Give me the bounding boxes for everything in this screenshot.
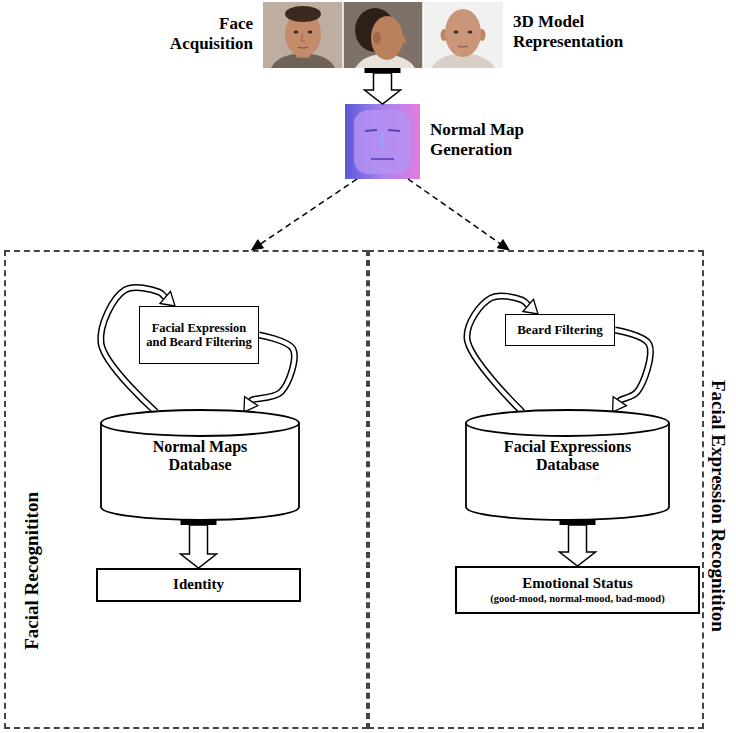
normal-map-brows bbox=[365, 130, 400, 131]
face bbox=[371, 16, 403, 60]
node-label: (good-mood, normal-mood, bad-mood) bbox=[490, 593, 664, 605]
node-label: Facial Expression and Beard Filtering bbox=[146, 321, 252, 350]
cylinder-rim bbox=[101, 423, 299, 436]
side-label: Facial Expression Recognititon bbox=[707, 356, 729, 656]
photo-background bbox=[263, 2, 343, 68]
arrow-head bbox=[160, 291, 175, 306]
block-arrow bbox=[365, 68, 401, 104]
side-label: Face Acquisition bbox=[143, 14, 253, 53]
dashed-panel: Facial Recognititon Facial Expression and… bbox=[4, 250, 368, 729]
arrow-head bbox=[497, 240, 509, 250]
dashed-arrow bbox=[252, 179, 357, 250]
normal-map-nose bbox=[381, 133, 384, 148]
loop-inner bbox=[615, 330, 650, 401]
node-label: Emotional Status bbox=[522, 575, 632, 592]
block-arrow bbox=[181, 520, 217, 568]
normal-map-background bbox=[345, 104, 420, 179]
result-box: Emotional Status(good-mood, normal-mood,… bbox=[455, 566, 700, 614]
eye bbox=[294, 31, 299, 34]
dashed-line bbox=[408, 179, 500, 244]
dashed-line bbox=[261, 179, 357, 244]
nose bbox=[301, 33, 305, 41]
arrow-head bbox=[244, 397, 258, 412]
block-arrow bbox=[560, 520, 596, 566]
database-cylinder: Normal Maps Database bbox=[100, 410, 300, 520]
face bbox=[445, 9, 481, 57]
loop-outline bbox=[615, 330, 650, 401]
cylinder-body bbox=[466, 410, 669, 520]
arrow-head bbox=[523, 299, 538, 314]
filter-box: Facial Expression and Beard Filtering bbox=[139, 306, 259, 364]
photo-separator bbox=[342, 2, 344, 68]
eye bbox=[468, 31, 473, 34]
loop-arrow bbox=[613, 330, 651, 412]
dashed-panel: Facial Expression RecognititonBeard Filt… bbox=[368, 250, 704, 729]
node-label: Normal Maps Database bbox=[120, 438, 280, 475]
photo-background bbox=[423, 2, 503, 68]
block-arrow bbox=[560, 525, 596, 566]
mouth bbox=[298, 47, 308, 48]
photo-separator bbox=[422, 2, 424, 68]
normal-map-face bbox=[354, 110, 411, 174]
nose bbox=[402, 34, 407, 44]
result-box: Identity bbox=[96, 568, 301, 602]
arrow-head bbox=[252, 240, 264, 250]
side-label: Facial Recognititon bbox=[21, 441, 43, 701]
photo-background bbox=[343, 2, 423, 68]
node-label: Facial Expressions Database bbox=[488, 438, 648, 475]
block-arrow bbox=[181, 525, 217, 568]
mouth bbox=[458, 46, 468, 47]
ear bbox=[373, 32, 381, 44]
side-label: Normal Map Generation bbox=[430, 120, 540, 159]
filter-box: Beard Filtering bbox=[505, 314, 615, 346]
face-photos bbox=[263, 2, 503, 68]
eye bbox=[454, 31, 459, 34]
photo-strip: Face Acquisition3D Model Representation bbox=[263, 2, 503, 68]
arrow-head bbox=[613, 397, 627, 412]
normal-map-image bbox=[345, 104, 420, 179]
cylinder-rim bbox=[466, 423, 669, 436]
side-label: 3D Model Representation bbox=[513, 12, 643, 51]
database-cylinder: Facial Expressions Database bbox=[465, 410, 670, 520]
dashed-arrow bbox=[408, 179, 509, 250]
hair bbox=[285, 6, 321, 22]
cylinder-body bbox=[101, 410, 299, 520]
normal-map: Normal Map Generation bbox=[345, 104, 420, 179]
block-arrow bbox=[365, 73, 401, 104]
node-label: Identity bbox=[173, 576, 224, 593]
normal-map-mouth bbox=[371, 158, 394, 160]
eye bbox=[308, 31, 313, 34]
node-label: Beard Filtering bbox=[517, 323, 603, 338]
